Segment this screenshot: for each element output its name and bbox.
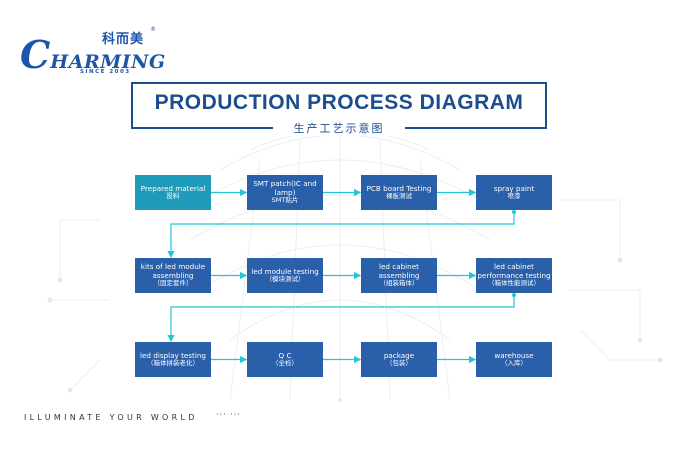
- step-label-en: led module testing: [251, 266, 319, 276]
- step-smt-patch: SMT patch(IC and lamp) SMT贴片: [247, 175, 323, 210]
- step-led-module-testing: led module testing （模块测试）: [247, 258, 323, 293]
- page-title: PRODUCTION PROCESS DIAGRAM: [154, 91, 524, 114]
- step-label-cn: （固定套件）: [153, 279, 193, 288]
- step-label-cn: （包装）: [386, 358, 412, 367]
- step-label-cn: （模块测试）: [265, 274, 305, 283]
- step-label-en: spray paint: [493, 183, 535, 193]
- step-label-en: warehouse: [494, 350, 534, 360]
- charming-logo: 科而美 ® CHARMING SINCE 2003: [20, 26, 170, 84]
- step-label-cn: （入库）: [501, 358, 527, 367]
- step-label-cn: 投料: [166, 191, 180, 200]
- logo-initial: C: [20, 32, 51, 77]
- step-label-en: led cabinet assembling: [378, 262, 420, 280]
- logo-wordmark: CHARMING: [20, 36, 166, 81]
- step-label-en: Q C: [278, 350, 292, 360]
- step-prepared-material: Prepared material 投料: [135, 175, 211, 210]
- step-spray-paint: spray paint 喷漆: [476, 175, 552, 210]
- step-cabinet-performance-testing: led cabinet performance testing （箱体性能测试）: [476, 258, 552, 293]
- step-label-cn: SMT贴片: [271, 196, 299, 205]
- step-warehouse: warehouse （入库）: [476, 342, 552, 377]
- step-label-en: SMT patch(IC and lamp): [253, 179, 317, 197]
- step-kits-module-assembling: kits of led module assembling （固定套件）: [135, 258, 211, 293]
- step-label-en: PCB board Testing: [366, 183, 432, 193]
- step-label-cn: （箱体性能测试）: [488, 279, 540, 288]
- step-qc: Q C （全检）: [247, 342, 323, 377]
- page-subtitle: 生产工艺示意图: [273, 120, 405, 136]
- logo-registered-mark: ®: [150, 26, 156, 33]
- step-label-en: Prepared material: [140, 183, 206, 193]
- step-label-cn: 喷漆: [507, 191, 521, 200]
- step-label-cn: （箱体拼装老化）: [147, 358, 199, 367]
- footer-slogan: ILLUMINATE YOUR WORLD: [24, 413, 198, 422]
- step-package: package （包装）: [361, 342, 437, 377]
- logo-chinese-name: 科而美: [102, 32, 145, 47]
- step-label-en: led display testing: [140, 350, 206, 360]
- step-label-en: kits of led module assembling: [140, 262, 206, 280]
- logo-name: HARMING: [50, 51, 166, 73]
- step-label-en: package: [383, 350, 415, 360]
- footer-dots: ··· ···: [216, 410, 241, 419]
- step-label-cn: 裸板测试: [386, 191, 412, 200]
- step-label-cn: （组装箱体）: [379, 279, 419, 288]
- step-pcb-board-testing: PCB board Testing 裸板测试: [361, 175, 437, 210]
- step-label-cn: （全检）: [272, 358, 298, 367]
- step-led-cabinet-assembling: led cabinet assembling （组装箱体）: [361, 258, 437, 293]
- step-led-display-testing: led display testing （箱体拼装老化）: [135, 342, 211, 377]
- step-label-en: led cabinet performance testing: [477, 262, 551, 280]
- logo-since: SINCE 2003: [80, 69, 131, 75]
